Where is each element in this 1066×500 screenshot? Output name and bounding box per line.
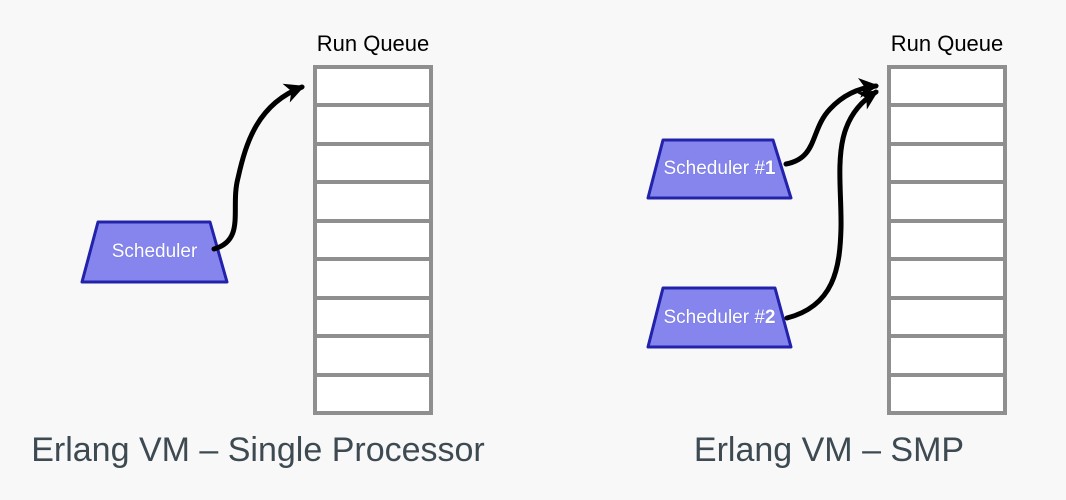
run-queue-right [887,65,1007,415]
run-queue-cell [891,338,1003,373]
run-queue-cell [891,184,1003,219]
caption-single-processor: Erlang VM – Single Processor [31,431,485,469]
run-queue-cell [317,338,429,373]
scheduler-label-text: Scheduler # [663,158,765,179]
arrow-scheduler-to-queue [211,83,305,252]
caption-smp: Erlang VM – SMP [693,431,965,469]
scheduler-label-text: Scheduler [111,241,198,262]
run-queue-cell [317,261,429,296]
run-queue-cell [891,261,1003,296]
run-queue-cell [891,299,1003,335]
run-queue-cell [317,222,429,258]
scheduler-label-number: 2 [764,306,776,328]
run-queue-cell [891,376,1003,411]
scheduler-label-number: 1 [764,158,776,179]
scheduler-label-1: Scheduler #1 [648,140,791,198]
run-queue-cell [317,107,429,142]
arrow-scheduler1-to-queue [783,77,879,167]
scheduler-shape-single [80,220,229,284]
run-queue-title-left: Run Queue [316,31,430,56]
arrow-scheduler2-to-queue [784,89,879,321]
run-queue-title-right: Run Queue [890,31,1004,56]
scheduler-shape-1 [646,138,793,200]
run-queue-left [313,65,433,415]
run-queue-cell [891,222,1003,258]
run-queue-cell [317,376,429,411]
run-queue-cell [891,107,1003,142]
run-queue-cell [317,69,429,104]
run-queue-cell [891,145,1003,181]
run-queue-cell [317,184,429,219]
scheduler-shape-2 [646,286,793,349]
run-queue-cell [317,145,429,181]
run-queue-cell [317,299,429,335]
run-queue-cell [891,69,1003,104]
scheduler-label-single: Scheduler [82,222,227,282]
scheduler-label-text: Scheduler # [663,306,765,328]
scheduler-label-2: Scheduler #2 [648,288,791,347]
